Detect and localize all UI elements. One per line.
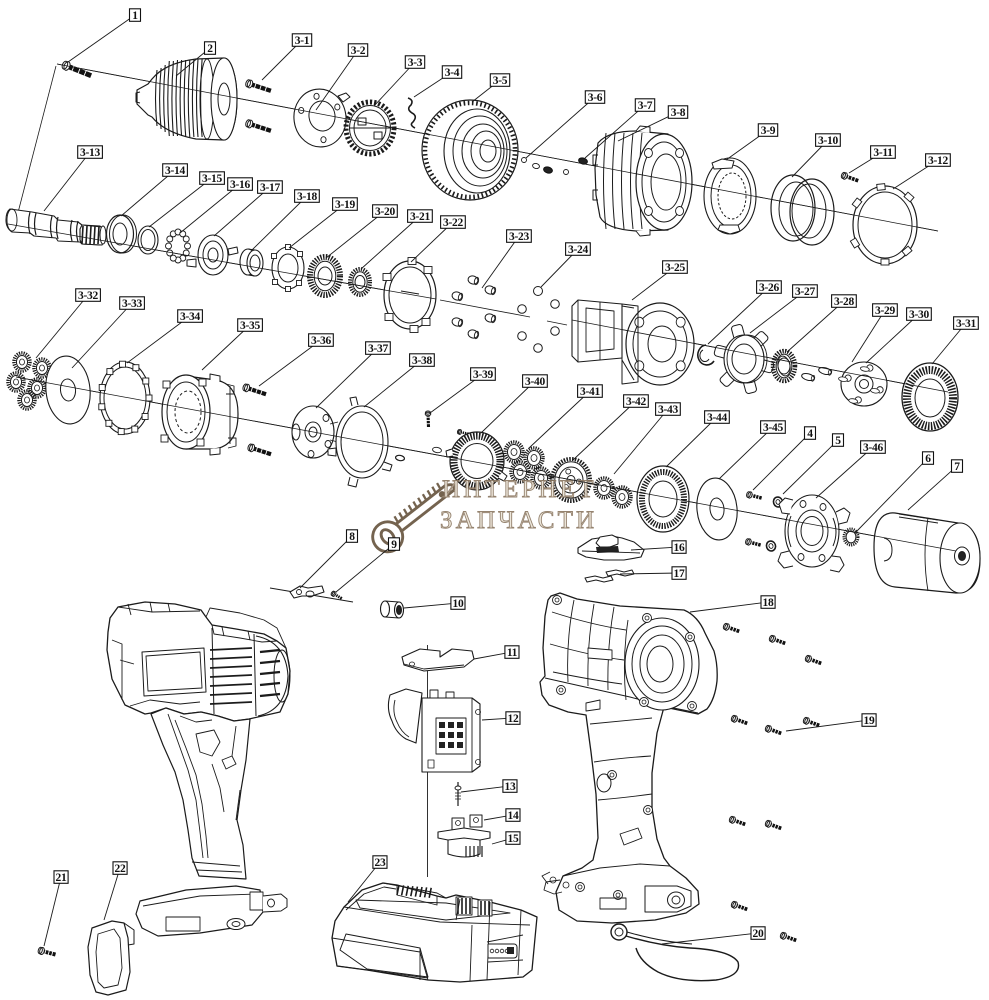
svg-text:3-21: 3-21: [410, 211, 430, 223]
svg-text:1: 1: [132, 10, 138, 22]
svg-text:3-2: 3-2: [351, 45, 366, 57]
svg-text:3-27: 3-27: [795, 286, 815, 298]
svg-text:3-17: 3-17: [260, 182, 280, 194]
svg-text:10: 10: [453, 598, 464, 610]
svg-text:12: 12: [508, 713, 519, 725]
svg-text:3-33: 3-33: [122, 298, 142, 310]
svg-text:4: 4: [807, 428, 813, 440]
svg-text:18: 18: [763, 597, 774, 609]
svg-text:3-40: 3-40: [525, 376, 545, 388]
svg-text:11: 11: [507, 647, 518, 659]
svg-text:2: 2: [207, 43, 213, 55]
svg-text:3-12: 3-12: [928, 155, 948, 167]
svg-text:3-41: 3-41: [580, 386, 600, 398]
svg-text:3-11: 3-11: [873, 147, 893, 159]
svg-text:3-35: 3-35: [240, 320, 260, 332]
svg-text:3-23: 3-23: [509, 231, 529, 243]
svg-text:3-18: 3-18: [297, 191, 317, 203]
svg-text:17: 17: [674, 568, 685, 580]
svg-text:15: 15: [508, 833, 519, 845]
svg-text:22: 22: [115, 863, 126, 875]
svg-text:3-31: 3-31: [956, 318, 976, 330]
svg-text:3-6: 3-6: [588, 92, 603, 104]
svg-text:3-8: 3-8: [671, 107, 686, 119]
svg-text:3-45: 3-45: [763, 422, 783, 434]
svg-text:3-36: 3-36: [311, 335, 331, 347]
svg-text:5: 5: [835, 435, 841, 447]
svg-text:3-38: 3-38: [412, 355, 432, 367]
svg-text:3-7: 3-7: [638, 100, 653, 112]
svg-text:3-20: 3-20: [375, 206, 395, 218]
svg-text:3-10: 3-10: [818, 135, 838, 147]
svg-text:3-39: 3-39: [473, 369, 493, 381]
svg-text:3-34: 3-34: [180, 311, 200, 323]
svg-text:3-26: 3-26: [759, 282, 779, 294]
svg-text:3-28: 3-28: [834, 296, 854, 308]
svg-text:3-32: 3-32: [78, 290, 98, 302]
svg-text:3-15: 3-15: [202, 173, 222, 185]
svg-text:3-9: 3-9: [761, 125, 776, 137]
svg-text:ЗАПЧАСТИ: ЗАПЧАСТИ: [440, 507, 597, 534]
svg-text:3-25: 3-25: [665, 262, 685, 274]
svg-text:14: 14: [508, 810, 519, 822]
svg-text:3-13: 3-13: [80, 147, 100, 159]
svg-text:3-1: 3-1: [295, 35, 310, 47]
svg-text:20: 20: [753, 928, 764, 940]
svg-text:3-3: 3-3: [408, 57, 423, 69]
svg-text:3-19: 3-19: [335, 199, 355, 211]
svg-text:23: 23: [375, 857, 386, 869]
svg-text:3-22: 3-22: [443, 217, 463, 229]
svg-text:3-37: 3-37: [368, 343, 388, 355]
svg-text:3-30: 3-30: [909, 309, 929, 321]
svg-text:13: 13: [505, 781, 516, 793]
svg-text:3-46: 3-46: [863, 442, 883, 454]
svg-text:16: 16: [674, 542, 685, 554]
svg-text:3-24: 3-24: [568, 244, 588, 256]
svg-text:3-29: 3-29: [875, 305, 895, 317]
svg-text:3-14: 3-14: [165, 165, 185, 177]
svg-text:6: 6: [925, 453, 931, 465]
svg-text:3-5: 3-5: [493, 75, 508, 87]
svg-text:7: 7: [954, 461, 960, 473]
svg-text:3-16: 3-16: [230, 179, 250, 191]
svg-text:3-43: 3-43: [658, 404, 678, 416]
svg-text:19: 19: [864, 715, 875, 727]
svg-text:ИНТЕРНЕТ: ИНТЕРНЕТ: [442, 476, 597, 503]
svg-text:3-4: 3-4: [445, 67, 460, 79]
svg-text:9: 9: [391, 539, 397, 551]
svg-text:8: 8: [349, 531, 355, 543]
svg-text:3-44: 3-44: [707, 412, 727, 424]
svg-text:3-42: 3-42: [626, 396, 646, 408]
svg-text:21: 21: [56, 872, 67, 884]
